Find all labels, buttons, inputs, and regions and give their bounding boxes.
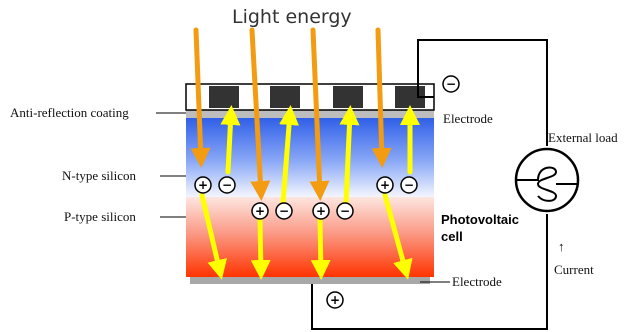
charge-pair: + −: [312, 202, 354, 220]
light-arrow: [309, 27, 330, 201]
electron-arrow: [279, 105, 300, 206]
light-arrow: [190, 27, 211, 168]
svg-text:−: −: [404, 178, 414, 192]
svg-text:−: −: [446, 77, 456, 91]
svg-text:+: +: [198, 178, 208, 192]
hole-arrow: [250, 217, 271, 280]
light-arrow: [249, 27, 271, 201]
label-p-type: P-type silicon: [64, 209, 136, 224]
svg-text:+: +: [255, 204, 265, 218]
minus-sign-icon: −: [442, 75, 460, 93]
svg-text:+: +: [380, 178, 390, 192]
light-arrow: [371, 27, 392, 168]
hole-arrow: [199, 192, 228, 280]
charge-pair: + −: [194, 176, 236, 194]
diagram-title: Light energy: [232, 6, 352, 28]
electron-arrow: [220, 105, 241, 175]
charge-pair: + −: [251, 202, 293, 220]
label-current: Current: [554, 262, 594, 277]
label-electrode-bottom: Electrode: [452, 274, 502, 289]
hole-arrow: [382, 192, 413, 280]
current-arrow-glyph: ↑: [558, 239, 565, 254]
charge-pair: + −: [376, 176, 418, 194]
p-type-layer: [186, 197, 434, 277]
label-cell-line2: cell: [441, 229, 463, 244]
svg-text:−: −: [279, 204, 289, 218]
light-arrows: [190, 27, 392, 201]
circuit-wire-top: [417, 39, 548, 146]
coil-icon: [517, 166, 577, 202]
bottom-electrode: [190, 277, 430, 284]
anti-reflection-layer: [186, 110, 434, 118]
label-electrode-top: Electrode: [443, 111, 493, 126]
external-load: [514, 147, 580, 213]
svg-text:−: −: [222, 178, 232, 192]
svg-text:+: +: [330, 293, 340, 307]
plus-sign-icon: +: [326, 291, 344, 309]
carrier-arrows: [199, 105, 420, 280]
top-electrode: [185, 83, 435, 111]
svg-text:−: −: [340, 204, 350, 218]
label-n-type: N-type silicon: [62, 168, 137, 183]
label-external-load: External load: [548, 130, 618, 145]
label-cell-line1: Photovoltaic: [441, 212, 519, 227]
electron-arrow: [339, 105, 360, 206]
circuit-wire-bottom: [311, 214, 548, 330]
hole-arrow: [310, 217, 331, 280]
label-anti-reflection: Anti-reflection coating: [10, 105, 129, 120]
svg-text:+: +: [316, 204, 326, 218]
